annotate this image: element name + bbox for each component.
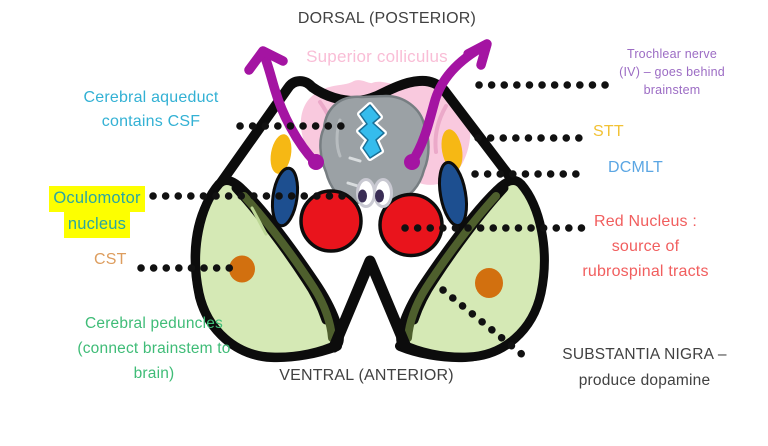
trochlear-nerve-label: Trochlear nerve (IV) – goes behind brain… [592, 45, 752, 99]
substantia-nigra-label: SUBSTANTIA NIGRA – produce dopamine [527, 342, 762, 394]
peduncle-right-shading [404, 192, 500, 342]
red-nucleus-line-1: Red Nucleus : [593, 213, 698, 230]
red-nucleus-line-2: source of [611, 238, 680, 255]
oculomotor-nucleus-label: Oculomotor nucleus [27, 186, 167, 238]
stt-label: STT [593, 123, 624, 140]
oculomotor-line-1: Oculomotor [49, 186, 145, 212]
peduncles-line-3: brain) [133, 365, 175, 382]
aqueduct-line-2: contains CSF [101, 113, 201, 130]
peduncles-line-2: (connect brainstem to [77, 340, 231, 357]
peduncle-left-pen-line [250, 206, 268, 236]
dcmlt-tract-right [437, 160, 469, 228]
trochlear-line-2: (IV) – goes behind [619, 65, 725, 79]
trochlear-arrow-left [244, 46, 320, 167]
peduncle-left-shading [240, 192, 336, 342]
oculomotor-line-2: nucleus [63, 212, 131, 238]
dcmlt-label: DCMLT [608, 159, 663, 176]
cerebral-aqueduct-shape [358, 104, 385, 159]
dorsal-posterior-label: DORSAL (POSTERIOR) [297, 10, 477, 27]
red-nucleus-left [299, 189, 363, 253]
trochlear-line-3: brainstem [643, 83, 701, 97]
aqueduct-line-1: Cerebral aqueduct [83, 89, 219, 106]
trochlear-line-1: Trochlear nerve [626, 47, 718, 61]
cerebral-peduncles-label: Cerebral peduncles (connect brainstem to… [44, 311, 264, 386]
oculomotor-pupil-right [375, 189, 384, 203]
trochlear-arrow-left-origin [308, 154, 324, 170]
stt-tract-left [270, 134, 292, 174]
red-nucleus-line-3: rubrospinal tracts [582, 263, 709, 280]
dcmlt-tract-left [270, 166, 300, 228]
cst-label: CST [94, 251, 127, 268]
cerebral-aqueduct-label: Cerebral aqueduct contains CSF [51, 86, 251, 134]
trochlear-arrow-right-origin [404, 154, 420, 170]
oculomotor-pupil-left [358, 189, 367, 203]
red-nucleus-label: Red Nucleus : source of rubrospinal trac… [543, 209, 748, 284]
substantia-line-2: produce dopamine [578, 372, 711, 389]
peduncles-line-1: Cerebral peduncles [84, 315, 223, 332]
cst-dot-left [229, 255, 255, 283]
superior-colliculus-shading [433, 104, 448, 154]
leader-substantia-nigra [439, 286, 528, 360]
superior-colliculus-label: Superior colliculus [306, 47, 448, 66]
substantia-line-1: SUBSTANTIA NIGRA – [562, 346, 727, 363]
stt-tract-right [441, 129, 463, 171]
substantia-nigra-dot-right [475, 268, 503, 298]
ventral-anterior-label: VENTRAL (ANTERIOR) [279, 367, 454, 384]
trochlear-arrow-right [407, 39, 492, 167]
interpeduncular-notch [328, 255, 412, 353]
